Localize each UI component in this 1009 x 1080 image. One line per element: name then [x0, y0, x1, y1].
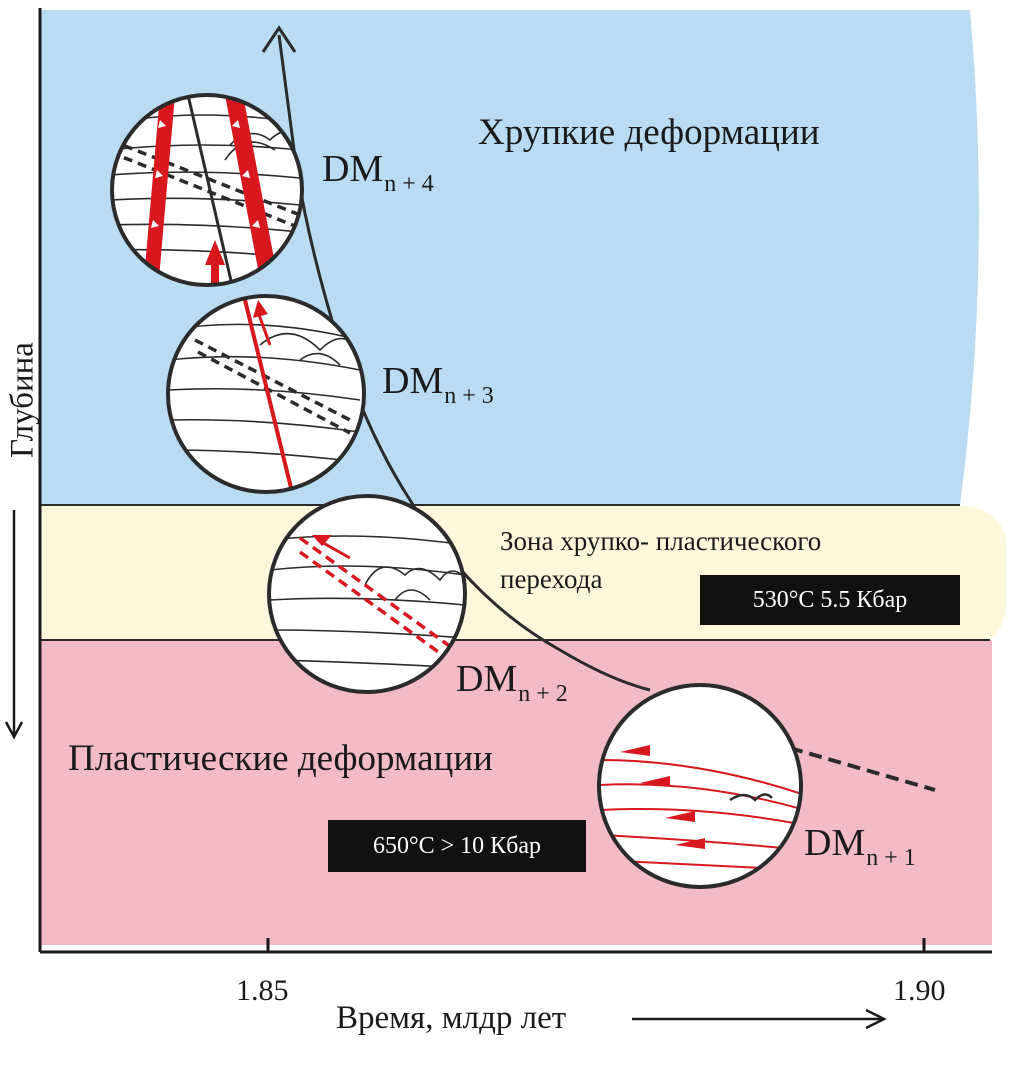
brittle-zone-title: Хрупкие деформации	[478, 112, 820, 153]
exhumation-path	[261, 25, 936, 792]
transition-zone-title-line2: перехода	[500, 564, 603, 594]
x-tick-label-1.90: 1.90	[893, 974, 946, 1007]
stage-label-dm-n3: DMn + 3	[382, 360, 494, 409]
transition-zone-title-line1: Зона хрупко- пластического	[500, 526, 822, 556]
plastic-zone-title: Пластические деформации	[68, 738, 493, 779]
transition-conditions-badge: 530°C 5.5 Кбар	[700, 575, 960, 625]
y-axis-title: Глубина	[4, 342, 41, 458]
stage-label-dm-n1: DMn + 1	[804, 822, 916, 871]
x-tick-label-1.85: 1.85	[236, 974, 289, 1007]
inset-circle-dm-n2	[267, 494, 467, 694]
inset-circle-dm-n3	[166, 294, 366, 494]
time-arrow-icon	[632, 1008, 887, 1030]
stage-label-dm-n4: DMn + 4	[322, 148, 434, 197]
plastic-zone	[40, 640, 992, 945]
x-axis-title: Время, млдр лет	[336, 1000, 567, 1036]
stage-label-dm-n2: DMn + 2	[456, 658, 568, 707]
plastic-conditions-badge: 650°C > 10 Кбар	[328, 820, 586, 872]
inset-circle-dm-n4	[110, 93, 304, 287]
depth-arrow-icon	[4, 510, 24, 740]
inset-circle-dm-n1	[597, 683, 803, 889]
